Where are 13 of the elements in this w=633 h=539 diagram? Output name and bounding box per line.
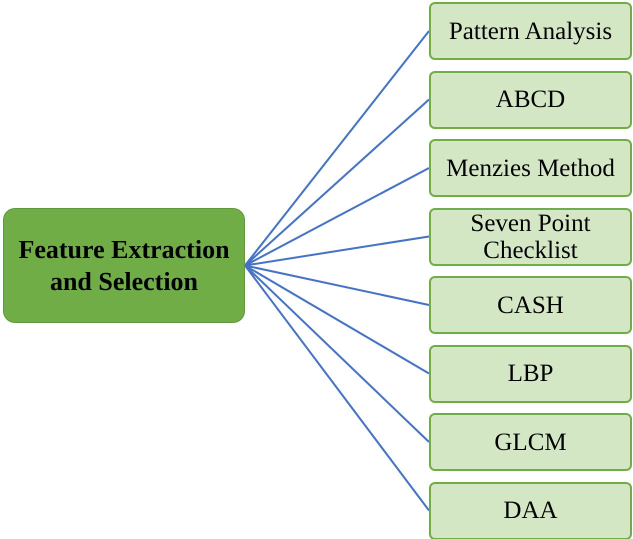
main-topic-box: Feature Extraction and Selection [3, 208, 245, 323]
connector-line [244, 236, 430, 266]
method-box: CASH [429, 276, 632, 334]
connector-line [244, 264, 430, 512]
connector-line [244, 30, 430, 266]
method-box: Seven Point Checklist [429, 208, 632, 266]
method-box: Pattern Analysis [429, 2, 632, 60]
method-box: Menzies Method [429, 139, 632, 197]
method-box: ABCD [429, 70, 632, 128]
connector-line [244, 264, 430, 306]
method-box: GLCM [429, 413, 632, 471]
method-box: DAA [429, 482, 632, 539]
method-box: LBP [429, 344, 632, 402]
